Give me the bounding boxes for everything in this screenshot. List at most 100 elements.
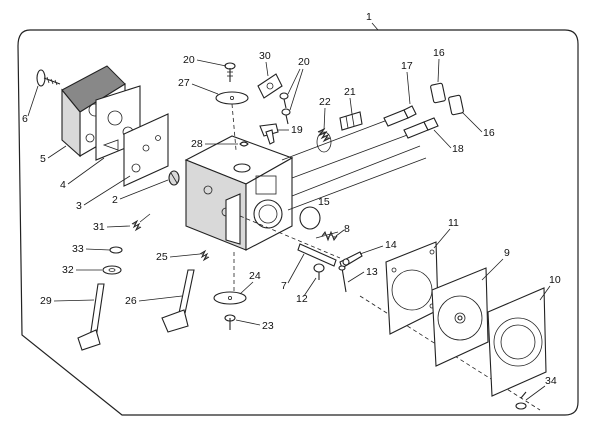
throttle-plate-24 bbox=[213, 291, 247, 305]
callout-label-29: 29 bbox=[40, 295, 52, 307]
leader-7 bbox=[287, 253, 305, 284]
spring-22 bbox=[316, 127, 332, 153]
needle-7 bbox=[297, 243, 337, 267]
leader-6 bbox=[27, 85, 39, 117]
screw-12 bbox=[313, 263, 325, 280]
leader-13 bbox=[347, 271, 365, 283]
gasket-11 bbox=[385, 241, 439, 335]
callout-label-7: 7 bbox=[281, 280, 287, 292]
choke-plate-27 bbox=[215, 91, 249, 105]
leader-34 bbox=[525, 385, 546, 401]
callout-label-30: 30 bbox=[259, 50, 271, 62]
welch-plug bbox=[299, 206, 321, 230]
cap-16-a bbox=[430, 82, 446, 104]
callout-label-2: 2 bbox=[112, 194, 118, 206]
callout-label-25: 25 bbox=[156, 251, 168, 263]
shaft-26 bbox=[161, 269, 195, 333]
leader-23 bbox=[235, 319, 261, 326]
carburetor-body bbox=[184, 135, 294, 251]
screw-20-b bbox=[281, 108, 291, 125]
leader-20b2 bbox=[289, 68, 304, 111]
callout-label-3: 3 bbox=[76, 200, 82, 212]
diaphragm-9 bbox=[431, 267, 489, 367]
leader-25 bbox=[169, 253, 201, 258]
leader-10 bbox=[539, 285, 551, 301]
callout-label-34: 34 bbox=[545, 375, 557, 387]
leader-9 bbox=[481, 258, 504, 281]
callout-label-20b: 20 bbox=[298, 56, 310, 68]
leader-20a bbox=[196, 59, 227, 67]
leader-29 bbox=[53, 299, 95, 302]
callout-label-15: 15 bbox=[318, 196, 330, 208]
cover-screw bbox=[36, 69, 61, 87]
leader-30 bbox=[265, 61, 269, 77]
screw-20-top bbox=[224, 62, 236, 82]
cap-16-b bbox=[448, 94, 464, 116]
leader-31 bbox=[106, 225, 131, 228]
callout-label-23: 23 bbox=[262, 320, 274, 332]
leader-1 bbox=[371, 22, 379, 31]
callout-label-4: 4 bbox=[60, 179, 66, 191]
callout-label-32: 32 bbox=[62, 264, 74, 276]
cover-10 bbox=[487, 287, 547, 397]
shaft-tube-upper bbox=[281, 115, 399, 161]
spring-8 bbox=[315, 230, 339, 242]
lever-14 bbox=[339, 251, 363, 269]
shaft-tube-lower bbox=[291, 145, 421, 197]
leader-17 bbox=[406, 71, 411, 105]
screw-20-a bbox=[279, 92, 289, 109]
callout-label-8: 8 bbox=[344, 223, 350, 235]
callout-label-10: 10 bbox=[549, 274, 561, 286]
spring-25 bbox=[199, 249, 210, 262]
needle-18 bbox=[403, 117, 439, 139]
callout-label-27: 27 bbox=[178, 77, 190, 89]
callout-label-21: 21 bbox=[344, 86, 356, 98]
leader-12 bbox=[303, 277, 317, 297]
leader-2 bbox=[119, 179, 169, 200]
shaft-29 bbox=[77, 283, 105, 351]
leader-22 bbox=[323, 107, 326, 131]
callout-label-18: 18 bbox=[452, 143, 464, 155]
callout-label-12: 12 bbox=[296, 293, 308, 305]
leader-3 bbox=[83, 175, 131, 206]
screw-34 bbox=[515, 391, 527, 410]
leader-5 bbox=[47, 145, 67, 159]
callout-label-5: 5 bbox=[40, 153, 46, 165]
spring-31 bbox=[131, 213, 151, 232]
callout-label-31: 31 bbox=[93, 221, 105, 233]
callout-label-19: 19 bbox=[291, 124, 303, 136]
leader-26 bbox=[138, 295, 183, 302]
callout-label-33: 33 bbox=[72, 243, 84, 255]
leader-20b1 bbox=[287, 68, 301, 95]
callout-label-28: 28 bbox=[191, 138, 203, 150]
leader-8 bbox=[335, 229, 345, 237]
washer-33 bbox=[109, 246, 123, 254]
callout-label-20a: 20 bbox=[183, 54, 195, 66]
callout-label-9: 9 bbox=[504, 247, 510, 259]
callout-label-13: 13 bbox=[366, 266, 378, 278]
pin-13 bbox=[338, 265, 347, 293]
leader-33 bbox=[85, 248, 111, 251]
leader-21 bbox=[349, 97, 353, 115]
shaft-tube-upper-b bbox=[291, 133, 411, 179]
leader-18 bbox=[433, 129, 452, 149]
callout-label-17: 17 bbox=[401, 60, 413, 72]
inlet-screen bbox=[168, 170, 180, 186]
leader-4 bbox=[67, 157, 105, 185]
callout-label-16a: 16 bbox=[433, 47, 445, 59]
callout-label-11: 11 bbox=[448, 217, 459, 229]
link-plate-30 bbox=[257, 73, 283, 99]
leader-16a bbox=[437, 58, 440, 83]
callout-label-22: 22 bbox=[319, 96, 331, 108]
callout-label-24: 24 bbox=[249, 270, 261, 282]
leader-14 bbox=[359, 245, 384, 255]
choke-axis-dash bbox=[231, 103, 237, 151]
leader-11 bbox=[433, 228, 451, 249]
assembly-frame bbox=[17, 29, 579, 416]
washer-32 bbox=[102, 265, 122, 275]
lever-19 bbox=[259, 123, 279, 145]
leader-16b bbox=[461, 111, 483, 133]
shaft-tube-lower-b bbox=[287, 157, 427, 211]
clip-28 bbox=[239, 141, 249, 147]
